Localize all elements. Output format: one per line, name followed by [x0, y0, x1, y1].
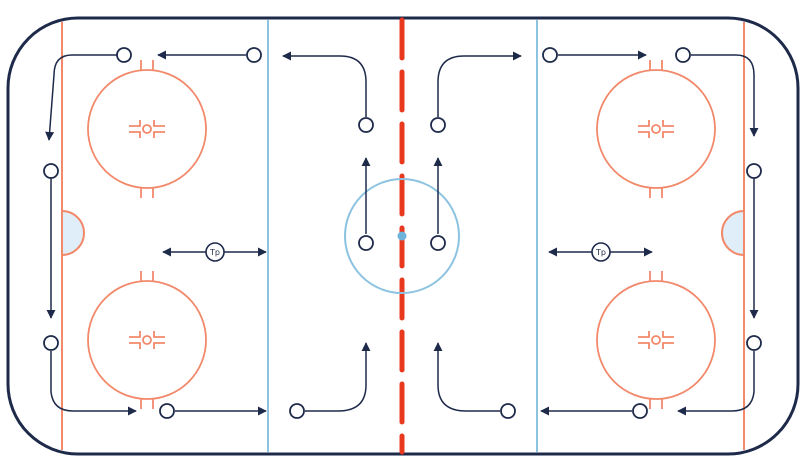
faceoff-circles-group	[87, 60, 716, 409]
center-faceoff-dot	[397, 231, 407, 241]
player-marker	[542, 47, 558, 63]
player-marker	[675, 47, 691, 63]
left-tp-marker: Tp	[205, 242, 225, 262]
drill-path-left-bottom-corner	[50, 351, 137, 416]
player-marker	[746, 335, 762, 351]
faceoff-circle-right-top	[596, 60, 716, 198]
drill-path-center-left-bottom	[305, 342, 371, 412]
player-marker	[43, 163, 59, 179]
player-markers-group	[43, 47, 762, 419]
right-tp-label: Tp	[595, 248, 606, 257]
player-marker	[430, 235, 446, 251]
player-marker	[500, 403, 516, 419]
drill-path-center-left-top	[282, 51, 367, 117]
drill-path-center-right-top	[437, 51, 522, 117]
player-marker	[358, 235, 374, 251]
drill-path-left-top-corner	[45, 54, 117, 141]
drill-path-right-bottom-corner	[677, 351, 755, 416]
faceoff-circle-left-bottom	[87, 271, 207, 409]
player-marker	[159, 403, 175, 419]
left-goal-crease	[61, 209, 85, 257]
player-marker	[632, 403, 648, 419]
player-marker	[246, 47, 262, 63]
player-marker	[116, 47, 132, 63]
player-marker	[358, 117, 374, 133]
drill-path-center-right-bottom	[433, 342, 500, 412]
player-marker	[289, 403, 305, 419]
center-faceoff-circle	[344, 178, 460, 294]
drill-path-right-top-corner	[691, 54, 759, 137]
right-goal-crease	[721, 209, 745, 257]
player-marker	[746, 163, 762, 179]
left-tp-label: Tp	[209, 248, 220, 257]
player-marker	[430, 117, 446, 133]
player-marker	[43, 335, 59, 351]
faceoff-circle-left-top	[87, 60, 207, 198]
faceoff-circle-right-bottom	[596, 271, 716, 409]
right-tp-marker: Tp	[591, 242, 611, 262]
